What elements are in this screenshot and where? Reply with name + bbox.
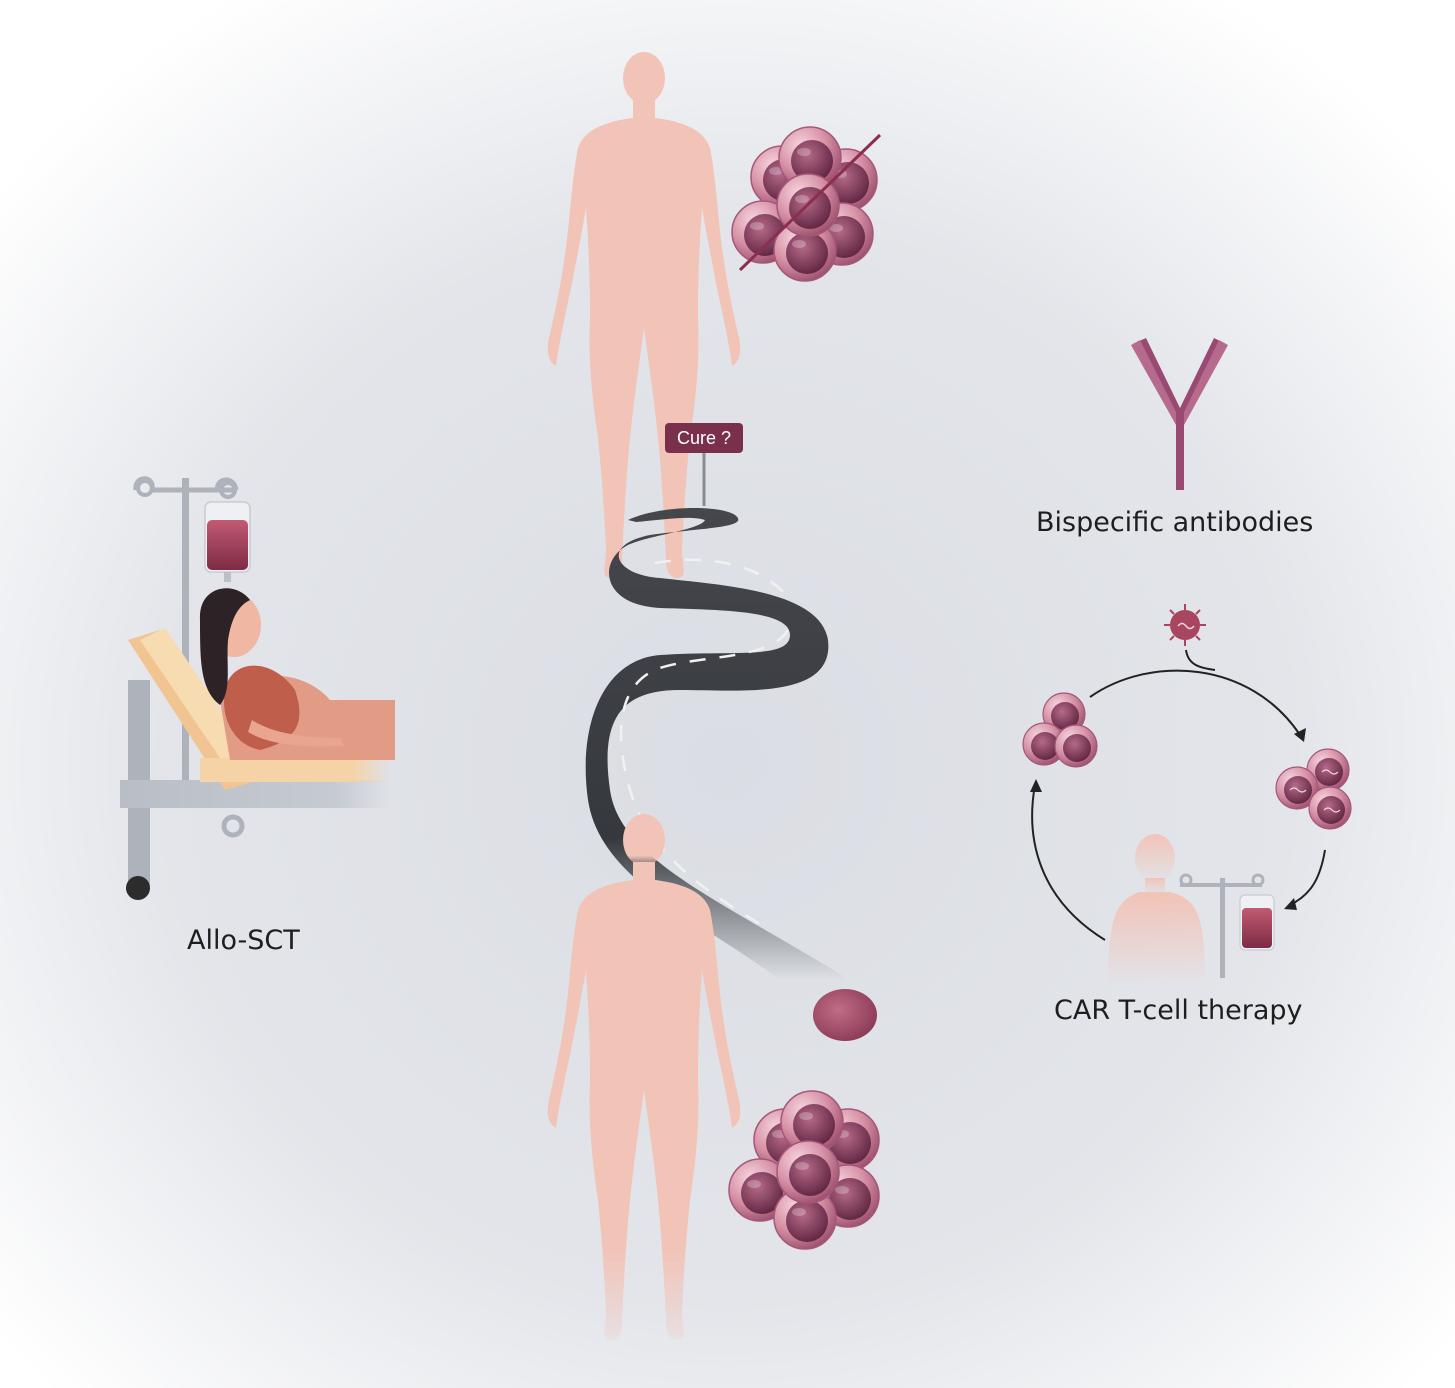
cure-signpost [665, 423, 743, 506]
car-t-cycle [1022, 604, 1352, 985]
bispecific-antibody-icon [1131, 338, 1228, 490]
bispecific-antibodies-label: Bispecific antibodies [1036, 507, 1314, 538]
car-t-therapy-label: CAR T-cell therapy [1054, 995, 1303, 1026]
allo-sct-label: Allo-SCT [187, 925, 300, 956]
single-tumor-cell [813, 989, 877, 1041]
allo-sct-scene [120, 476, 395, 900]
crossed-out-slash [738, 133, 882, 272]
cure-sign-label: Cure ? [676, 428, 732, 448]
